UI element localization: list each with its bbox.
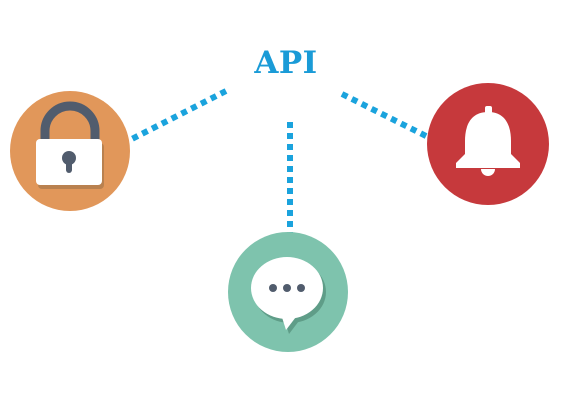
connectors bbox=[124, 88, 430, 233]
chat-bubble-icon bbox=[251, 257, 326, 334]
chat-node bbox=[228, 232, 348, 352]
lock-node bbox=[10, 91, 130, 211]
padlock-icon bbox=[36, 101, 104, 189]
connector-to-bell bbox=[340, 91, 430, 140]
connector-to-lock bbox=[124, 88, 228, 145]
bell-icon bbox=[456, 106, 520, 176]
api-title: API bbox=[253, 45, 317, 81]
bell-node bbox=[427, 83, 549, 205]
